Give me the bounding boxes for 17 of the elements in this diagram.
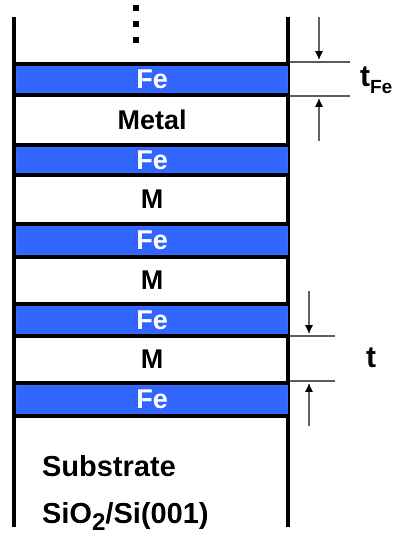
fe-layer [16,222,288,259]
fe-layer [16,381,288,418]
fe-layer [16,62,288,97]
substrate-label: Substrate SiO$_{2}$/Si(001) [42,450,210,538]
layer-label: M [140,267,164,294]
layer-label: Metal [117,106,187,134]
dimension-label: t [366,343,376,373]
fe-layer [16,143,288,177]
layer-label: Fe [136,146,168,174]
layer-label: M [140,186,164,213]
layer-label: Fe [136,306,168,334]
layer-label: M [140,346,164,373]
fe-layer [16,302,288,338]
layer-label: Fe [136,386,168,413]
dimension-label: t$_{Fe}$ [360,62,392,97]
layer-label: Fe [136,227,168,254]
layer-label: Fe [136,66,168,93]
